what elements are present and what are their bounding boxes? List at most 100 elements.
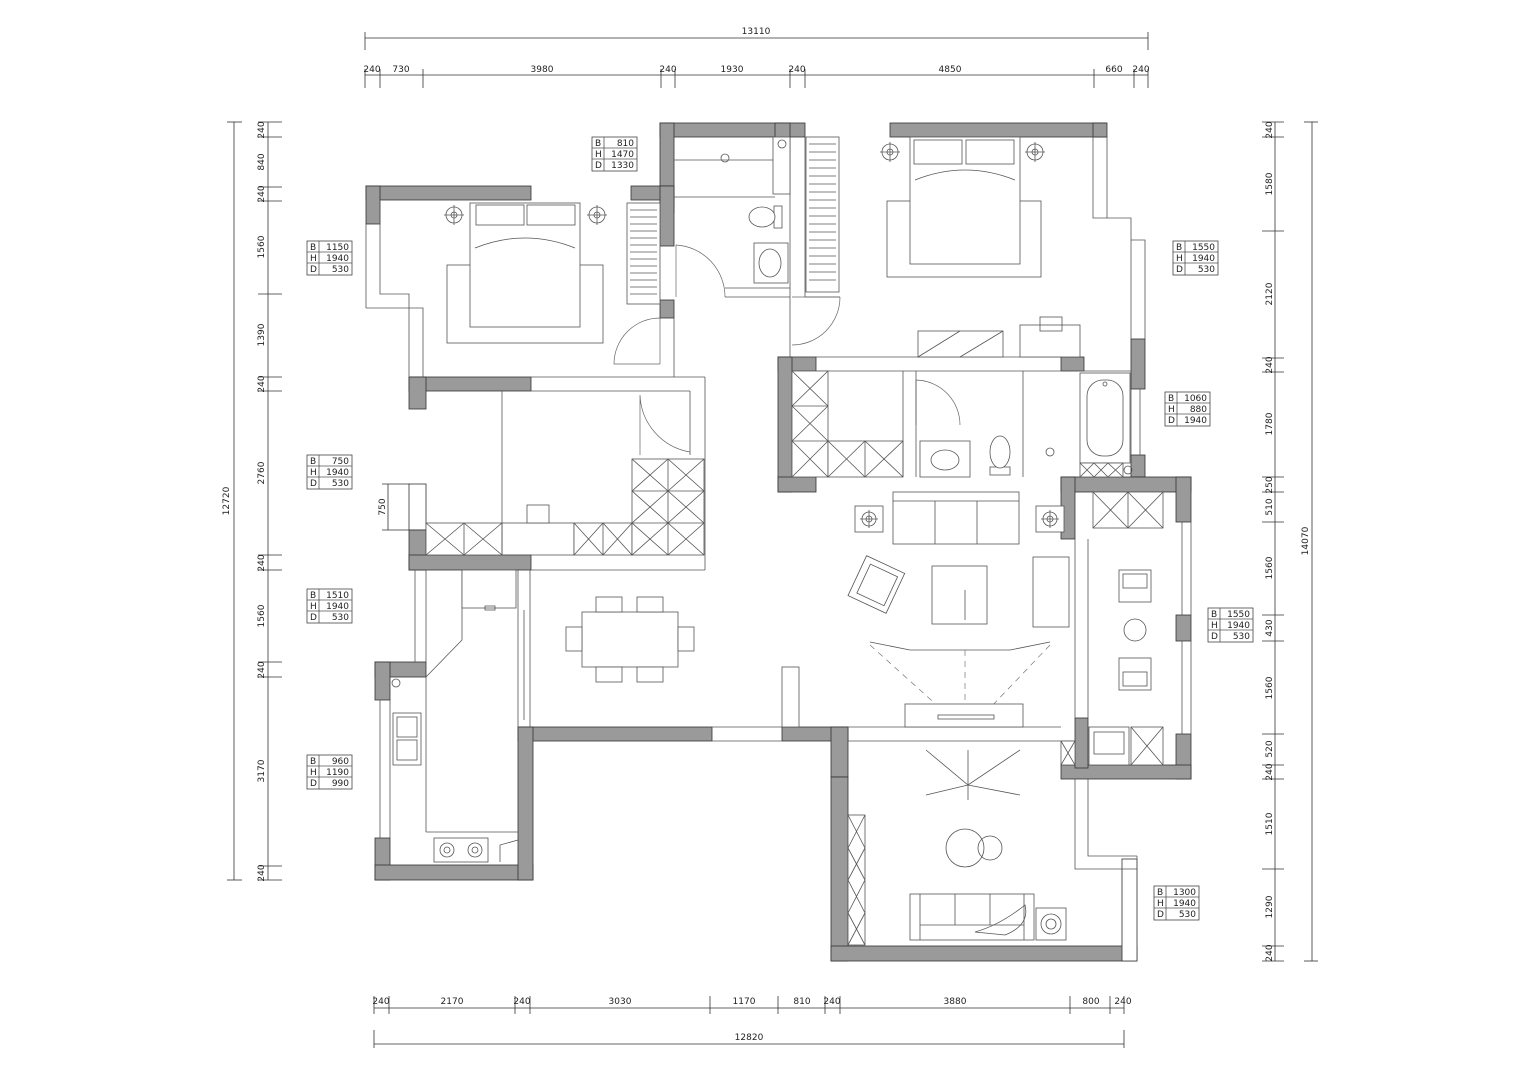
dim-left-seg: 240	[257, 375, 267, 392]
left-dimensions: 12720 240 840 240 1560 1390 240 2760 240…	[222, 121, 410, 882]
spec-cell: 1190	[326, 768, 349, 778]
spec-cell: B	[595, 139, 601, 149]
spec-cell: 530	[1233, 632, 1250, 642]
spec-cell: 1940	[1173, 899, 1196, 909]
spec-cell: D	[1157, 910, 1164, 920]
spec-cell: H	[1176, 254, 1183, 264]
chair	[1118, 569, 1152, 603]
dim-right-seg: 240	[1265, 763, 1275, 780]
dim-bottom-total: 12820	[735, 1033, 764, 1043]
dim-right-seg: 250	[1265, 476, 1275, 493]
lamp-icon	[854, 505, 884, 533]
lamp-icon	[1025, 142, 1045, 162]
spec-cell: 1150	[326, 243, 349, 253]
spec-cell: 530	[1179, 910, 1196, 920]
spec-cell: B	[310, 457, 316, 467]
spec-cell: B	[1157, 888, 1163, 898]
dim-right-seg: 1780	[1265, 412, 1275, 435]
coffee-table	[931, 565, 988, 625]
dining-furniture	[461, 569, 695, 683]
sink-icon	[753, 242, 789, 284]
armchair	[847, 555, 906, 614]
floor-drain-icon	[1045, 447, 1055, 457]
spec-cell: 810	[617, 139, 634, 149]
sofa	[909, 893, 1035, 941]
lamp-icon	[587, 205, 607, 225]
dining-chair	[636, 596, 664, 613]
dim-bottom-seg: 800	[1082, 997, 1099, 1007]
spec-cell: D	[1176, 265, 1183, 275]
spec-cell: B	[1176, 243, 1182, 253]
spec-cell: 1510	[326, 591, 349, 601]
round-table	[945, 828, 985, 868]
left-bedroom-furniture	[444, 202, 661, 344]
dim-right-seg: 240	[1265, 121, 1275, 138]
spec-cell: H	[310, 468, 317, 478]
spec-cell: B	[1168, 394, 1174, 404]
spec-cell: H	[310, 768, 317, 778]
fridge	[461, 569, 517, 609]
chair	[1118, 657, 1152, 691]
spec-cell: H	[310, 254, 317, 264]
dim-top-seg: 1930	[721, 65, 744, 75]
lounge-furniture	[847, 749, 1067, 946]
dim-top-seg: 3980	[531, 65, 554, 75]
spec-cell: H	[1168, 405, 1175, 415]
spec-cell: D	[310, 779, 317, 789]
side-table	[1032, 556, 1070, 628]
dim-right-seg: 1560	[1265, 676, 1275, 699]
dining-chair	[636, 666, 664, 683]
spec-cell: 1940	[1184, 416, 1207, 426]
dim-right-total: 14070	[1301, 526, 1311, 555]
dim-top-total: 13110	[742, 27, 771, 37]
desk	[1019, 324, 1081, 358]
tv-console	[904, 703, 1024, 728]
lamp-icon	[1035, 505, 1065, 533]
dim-right-seg: 1290	[1265, 895, 1275, 918]
spec-cell: 530	[1198, 265, 1215, 275]
dim-left-seg: 240	[257, 554, 267, 571]
top-dimensions: 13110 240 730 3980 240 1930 240 4850 660…	[363, 27, 1150, 88]
spec-cell: 880	[1190, 405, 1207, 415]
dim-bottom-seg: 2170	[441, 997, 464, 1007]
bottom-dimensions: 240 2170 240 3030 1170 810 240 3880 800 …	[372, 996, 1132, 1048]
spec-cell: D	[595, 161, 602, 171]
spec-cell: B	[310, 757, 316, 767]
master-bath-furniture	[791, 370, 1133, 478]
sink-icon	[392, 712, 422, 766]
dim-bottom-seg: 240	[513, 997, 530, 1007]
cabinet	[847, 814, 866, 946]
spec-cell: 750	[332, 457, 349, 467]
spec-cell: H	[595, 150, 602, 160]
dim-right-seg: 1580	[1265, 172, 1275, 195]
dining-chair	[565, 626, 583, 652]
dining-table	[581, 611, 679, 668]
balcony-furniture	[1060, 491, 1164, 766]
spec-cell: 1940	[326, 602, 349, 612]
spec-cell: 1940	[1227, 621, 1250, 631]
spec-cell: D	[310, 613, 317, 623]
dim-top-seg: 730	[392, 65, 409, 75]
spec-cell: 960	[332, 757, 349, 767]
bed	[909, 136, 1021, 265]
spec-cell: B	[310, 591, 316, 601]
bathtub-icon	[1079, 372, 1131, 464]
dim-window-height: 750	[378, 498, 388, 515]
dim-bottom-seg: 3880	[944, 997, 967, 1007]
dim-top-seg: 240	[788, 65, 805, 75]
lamp-icon	[880, 142, 900, 162]
door-master-bedroom	[791, 296, 841, 346]
dim-left-seg: 3170	[257, 759, 267, 782]
spec-cell: 1060	[1184, 394, 1207, 404]
dim-right-seg: 240	[1265, 356, 1275, 373]
dim-left-seg: 240	[257, 121, 267, 138]
dim-left-seg: 240	[257, 864, 267, 881]
dim-bottom-seg: 3030	[609, 997, 632, 1007]
dim-right-seg: 1510	[1265, 812, 1275, 835]
chair	[526, 504, 550, 524]
washer-icon	[1035, 907, 1067, 941]
